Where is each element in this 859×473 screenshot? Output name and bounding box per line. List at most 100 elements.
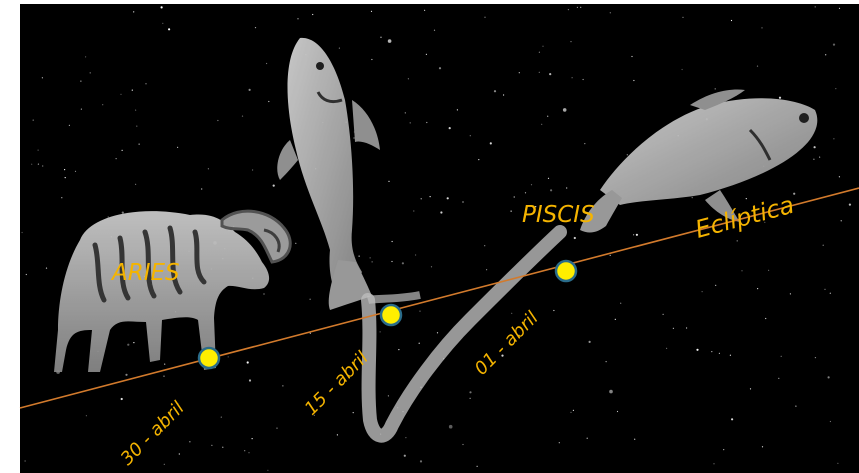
- star: [178, 453, 180, 455]
- star: [201, 188, 203, 190]
- star: [266, 62, 268, 65]
- ecliptic-line: [19, 187, 859, 409]
- star: [85, 415, 87, 417]
- star: [840, 220, 842, 222]
- star: [819, 156, 821, 158]
- star: [756, 65, 759, 67]
- star: [448, 424, 453, 429]
- star: [558, 442, 560, 444]
- star: [31, 163, 33, 165]
- star: [89, 72, 91, 74]
- star: [718, 352, 721, 354]
- star: [757, 288, 759, 290]
- star: [723, 449, 725, 451]
- star: [513, 196, 515, 198]
- star: [535, 206, 537, 208]
- star: [672, 327, 675, 329]
- star: [456, 109, 458, 111]
- star: [566, 187, 568, 189]
- star: [430, 266, 433, 268]
- star: [510, 210, 512, 212]
- star: [120, 93, 122, 95]
- star: [848, 203, 852, 206]
- star: [133, 11, 135, 13]
- star: [391, 260, 393, 263]
- star: [268, 100, 270, 103]
- star: [426, 121, 428, 124]
- star: [41, 77, 44, 79]
- star: [626, 154, 628, 156]
- star: [131, 89, 133, 91]
- star: [814, 6, 816, 8]
- star: [37, 149, 39, 151]
- star: [282, 385, 284, 387]
- star: [511, 312, 513, 314]
- star: [701, 291, 703, 293]
- star: [789, 293, 792, 295]
- star: [838, 7, 841, 9]
- aries-label: ARIES: [110, 260, 180, 286]
- star: [407, 78, 409, 80]
- star: [795, 405, 797, 407]
- star: [102, 104, 104, 106]
- star: [32, 119, 34, 121]
- star: [547, 177, 550, 179]
- star: [272, 184, 275, 187]
- star: [418, 342, 420, 344]
- star: [211, 444, 213, 446]
- star: [244, 450, 246, 452]
- star: [387, 395, 389, 397]
- star: [605, 361, 607, 363]
- star: [714, 88, 716, 90]
- star: [549, 73, 552, 76]
- sun-position-15-abril: [379, 303, 403, 327]
- star: [246, 361, 249, 364]
- star: [614, 318, 616, 320]
- star: [827, 376, 830, 379]
- star: [682, 16, 684, 18]
- star: [547, 115, 549, 117]
- star: [586, 437, 588, 439]
- star: [420, 198, 422, 200]
- star: [425, 53, 427, 56]
- star: [824, 288, 826, 290]
- star: [297, 18, 299, 20]
- star: [135, 183, 137, 185]
- piscis-vertical-fish: [277, 37, 380, 310]
- star: [518, 72, 520, 74]
- star: [588, 340, 591, 343]
- star: [163, 463, 165, 465]
- star: [440, 211, 443, 214]
- star: [438, 67, 442, 70]
- star: [530, 184, 533, 186]
- star: [542, 45, 544, 47]
- star: [163, 375, 165, 377]
- star: [391, 240, 393, 243]
- star: [404, 112, 406, 114]
- star: [388, 180, 390, 182]
- star: [338, 47, 340, 49]
- star: [541, 123, 543, 125]
- star: [832, 43, 836, 46]
- star: [336, 434, 338, 436]
- star: [580, 6, 582, 8]
- aries-ram-figure: [54, 209, 292, 372]
- star: [133, 342, 135, 344]
- star: [409, 122, 411, 124]
- star: [478, 159, 480, 161]
- star: [764, 221, 766, 223]
- star: [768, 269, 770, 271]
- star: [837, 462, 839, 464]
- star: [145, 83, 147, 85]
- star: [371, 58, 373, 61]
- star: [136, 125, 138, 127]
- sun-position-30-abril: [197, 346, 221, 370]
- star: [462, 443, 464, 446]
- star: [120, 397, 123, 401]
- star: [64, 169, 66, 171]
- star: [631, 55, 633, 58]
- star: [380, 36, 382, 38]
- star: [121, 149, 123, 151]
- star: [127, 343, 130, 346]
